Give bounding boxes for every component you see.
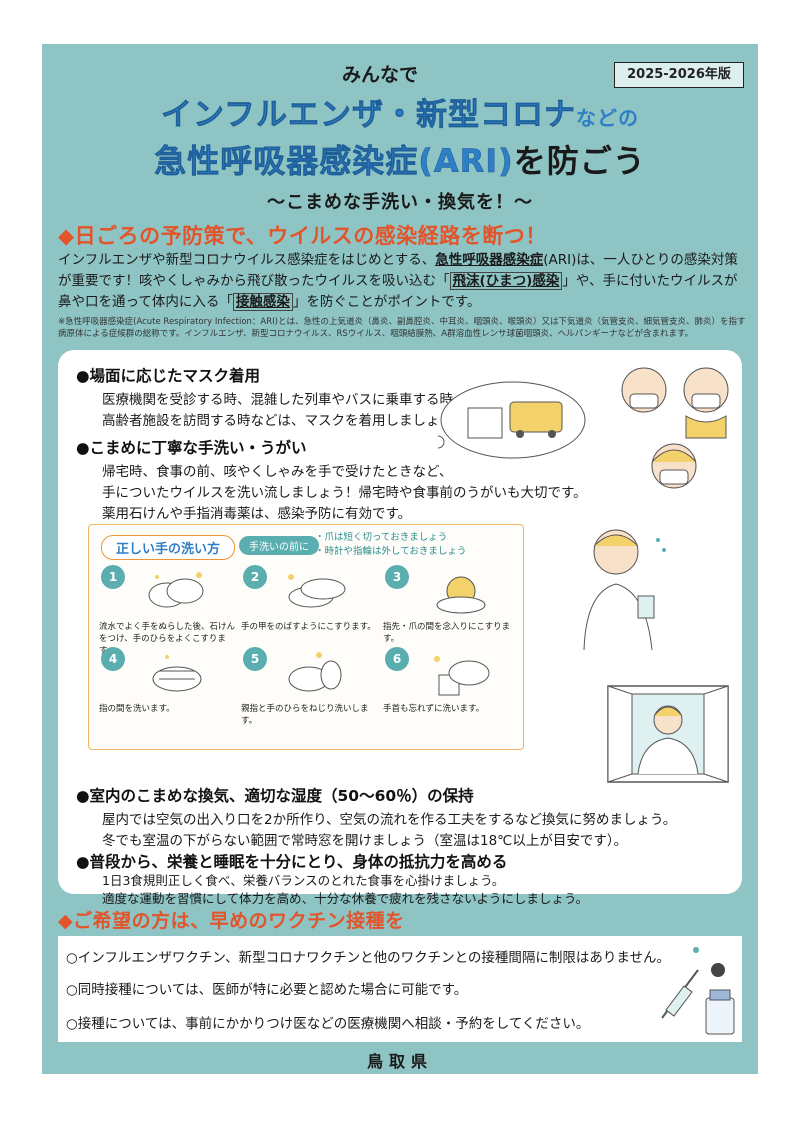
washing-hands-icon bbox=[436, 576, 486, 614]
vaccine-line-3: ○接種については、事前にかかりつけ医などの医療機関へ相談・予約をしてください。 bbox=[66, 1016, 590, 1032]
step-caption: 手の甲をのばすようにこすります。 bbox=[241, 622, 376, 632]
washing-hands-icon bbox=[434, 656, 490, 696]
handwash-heading: ●こまめに丁寧な手洗い・うがい bbox=[76, 439, 307, 457]
health-line-1: 1日3食規則正しく食べ、栄養バランスのとれた食事を心掛けましょう。 bbox=[102, 873, 505, 888]
handwash-step: 6 手首も忘れずに洗います。 bbox=[381, 647, 521, 733]
washing-hands-icon bbox=[288, 652, 342, 692]
health-body-continued: 適度な運動を習慣にして体力を高め、十分な休養で疲れを残さないようにしましょう。 bbox=[102, 890, 588, 908]
handwash-step: 1 流水でよく手をぬらした後、石けんをつけ、手のひらをよくこすります。 bbox=[97, 565, 237, 656]
washing-hands-icon bbox=[152, 655, 202, 692]
poster: 2025-2026年版 みんなで インフルエンザ・新型コロナなどの 急性呼吸器感… bbox=[42, 44, 758, 1074]
tip-watch: ・時計や指輪は外しておきましょう bbox=[315, 546, 467, 557]
title-line-2: 急性呼吸器感染症(ARI)を防ごう bbox=[42, 136, 758, 182]
step-number: 4 bbox=[101, 647, 125, 671]
mask-line-1: 医療機関を受診する時、混雑した列車やバスに乗車する時、 bbox=[102, 392, 467, 408]
step-caption: 指の間を洗います。 bbox=[99, 704, 175, 714]
title-line-1-suffix: などの bbox=[576, 106, 640, 130]
mask-line-2: 高齢者施設を訪問する時などは、マスクを着用しましょう。 bbox=[102, 413, 466, 429]
health-body: 1日3食規則正しく食べ、栄養バランスのとれた食事を心掛けましょう。 bbox=[102, 872, 504, 890]
subtitle: 〜こまめな手洗い・換気を！〜 bbox=[267, 192, 533, 213]
open-window-icon bbox=[607, 685, 729, 783]
handwash-line-1: 帰宅時、食事の前、咳やくしゃみを手で受けたときなど、 bbox=[102, 464, 453, 480]
handwash-body: 帰宅時、食事の前、咳やくしゃみを手で受けたときなど、 手についたウイルスを洗い流… bbox=[102, 462, 587, 525]
step-number: 2 bbox=[243, 565, 267, 589]
ari-definition-note: ※急性呼吸器感染症(Acute Respiratory Infection：AR… bbox=[58, 317, 746, 339]
vaccine-line-1: ○インフルエンザワクチン、新型コロナワクチンと他のワクチンとの接種間隔に制限はあ… bbox=[66, 950, 671, 966]
step-caption: 手首も忘れずに洗います。 bbox=[383, 704, 485, 714]
before-washing-tips: ・爪は短く切っておきましょう ・時計や指輪は外しておきましょう bbox=[315, 531, 466, 559]
masked-people-icon bbox=[621, 367, 729, 489]
thought-bubble-icon bbox=[438, 381, 586, 459]
ventilation-line-2: 冬でも室温の下がらない範囲で常時窓を開けましょう（室温は18℃以上が目安です）。 bbox=[102, 833, 628, 849]
title-line-2-main: 急性呼吸器感染症(ARI) bbox=[154, 142, 514, 181]
handwash-step: 5 親指と手のひらをねじり洗いします。 bbox=[239, 647, 379, 733]
handwash-line-2: 手についたウイルスを洗い流しましょう！帰宅時や食事前のうがいも大切です。 bbox=[102, 485, 587, 501]
ventilation-body: 屋内では空気の出入り口を2か所作り、空気の流れを作る工夫をするなど換気に努めまし… bbox=[102, 810, 676, 852]
ventilation-line-1: 屋内では空気の出入り口を2か所作り、空気の流れを作る工夫をするなど換気に努めまし… bbox=[102, 812, 677, 828]
step-caption: 指先・爪の間を念入りにこすります。 bbox=[383, 622, 511, 644]
section-vaccine-heading: ◆ご希望の方は、早めのワクチン接種を bbox=[58, 910, 405, 932]
handwash-guide-title: 正しい手の洗い方 bbox=[101, 535, 236, 560]
mask-body: 医療機関を受診する時、混雑した列車やバスに乗車する時、 高齢者施設を訪問する時な… bbox=[102, 390, 467, 432]
step-number: 1 bbox=[101, 565, 125, 589]
handwash-step: 2 手の甲をのばすようにこすります。 bbox=[239, 565, 379, 651]
intro-contact-term: 接触感染 bbox=[232, 293, 293, 311]
handwash-step: 4 指の間を洗います。 bbox=[97, 647, 237, 733]
step-caption: 親指と手のひらをねじり洗いします。 bbox=[241, 704, 369, 726]
step-number: 3 bbox=[385, 565, 409, 589]
washing-hands-icon bbox=[288, 574, 346, 608]
title-line-1-main: インフルエンザ・新型コロナ bbox=[160, 97, 577, 134]
title-line-1: インフルエンザ・新型コロナなどの bbox=[42, 89, 758, 134]
issuer: 鳥取県 bbox=[366, 1052, 433, 1071]
washing-hands-icon bbox=[148, 572, 204, 608]
edition-badge: 2025-2026年版 bbox=[614, 62, 744, 88]
prevention-panel: ●場面に応じたマスク着用 医療機関を受診する時、混雑した列車やバスに乗車する時、… bbox=[58, 350, 742, 894]
intro-text-a: インフルエンザや新型コロナウイルス感染症をはじめとする、 bbox=[58, 252, 436, 268]
tip-nails: ・爪は短く切っておきましょう bbox=[315, 532, 448, 543]
intro-text-e: 」や、手に付いたウイルスが鼻や口を通って体内に入る「 bbox=[58, 273, 738, 310]
syringe-vial-icon bbox=[661, 947, 735, 1035]
intro-text-g: 」を防ぐことがポイントです。 bbox=[292, 294, 481, 310]
header: みんなで インフルエンザ・新型コロナなどの 急性呼吸器感染症(ARI)を防ごう … bbox=[42, 60, 758, 214]
handwash-step: 3 指先・爪の間を念入りにこすります。 bbox=[381, 565, 521, 651]
step-number: 5 bbox=[243, 647, 267, 671]
section-prevention-intro: インフルエンザや新型コロナウイルス感染症をはじめとする、急性呼吸器感染症(ARI… bbox=[58, 250, 748, 313]
intro-droplet-term: 飛沫(ひまつ)感染 bbox=[449, 272, 563, 290]
intro-text-c: (ARI)は、一人ひとりの感染対策が重要です！咳やくしゃみから飛び散ったウイルス… bbox=[58, 252, 738, 289]
intro-ari-term: 急性呼吸器感染症 bbox=[435, 252, 544, 268]
section-prevention-heading: ◆日ごろの予防策で、ウイルスの感染経路を断つ！ bbox=[58, 224, 547, 248]
health-heading: ●普段から、栄養と睡眠を十分にとり、身体の抵抗力を高める bbox=[76, 853, 508, 871]
step-number: 6 bbox=[385, 647, 409, 671]
health-line-2: 適度な運動を習慣にして体力を高め、十分な休養で疲れを残さないようにしましょう。 bbox=[102, 891, 589, 906]
mask-heading: ●場面に応じたマスク着用 bbox=[76, 367, 261, 385]
ventilation-heading: ●室内のこまめな換気、適切な湿度（50〜60％）の保持 bbox=[76, 787, 474, 805]
handwash-line-3: 薬用石けんや手指消毒薬は、感染予防に有効です。 bbox=[102, 506, 412, 522]
header-lead: みんなで bbox=[341, 64, 418, 86]
title-line-2-suffix: を防ごう bbox=[513, 142, 646, 180]
vaccine-line-2: ○同時接種については、医師が特に必要と認めた場合に可能です。 bbox=[66, 982, 468, 998]
handwash-guide: 正しい手の洗い方 手洗いの前に ・爪は短く切っておきましょう ・時計や指輪は外し… bbox=[88, 524, 524, 750]
vaccine-box: ○インフルエンザワクチン、新型コロナワクチンと他のワクチンとの接種間隔に制限はあ… bbox=[58, 936, 742, 1042]
gargling-person-icon bbox=[583, 529, 666, 651]
before-washing-label: 手洗いの前に bbox=[239, 536, 319, 555]
